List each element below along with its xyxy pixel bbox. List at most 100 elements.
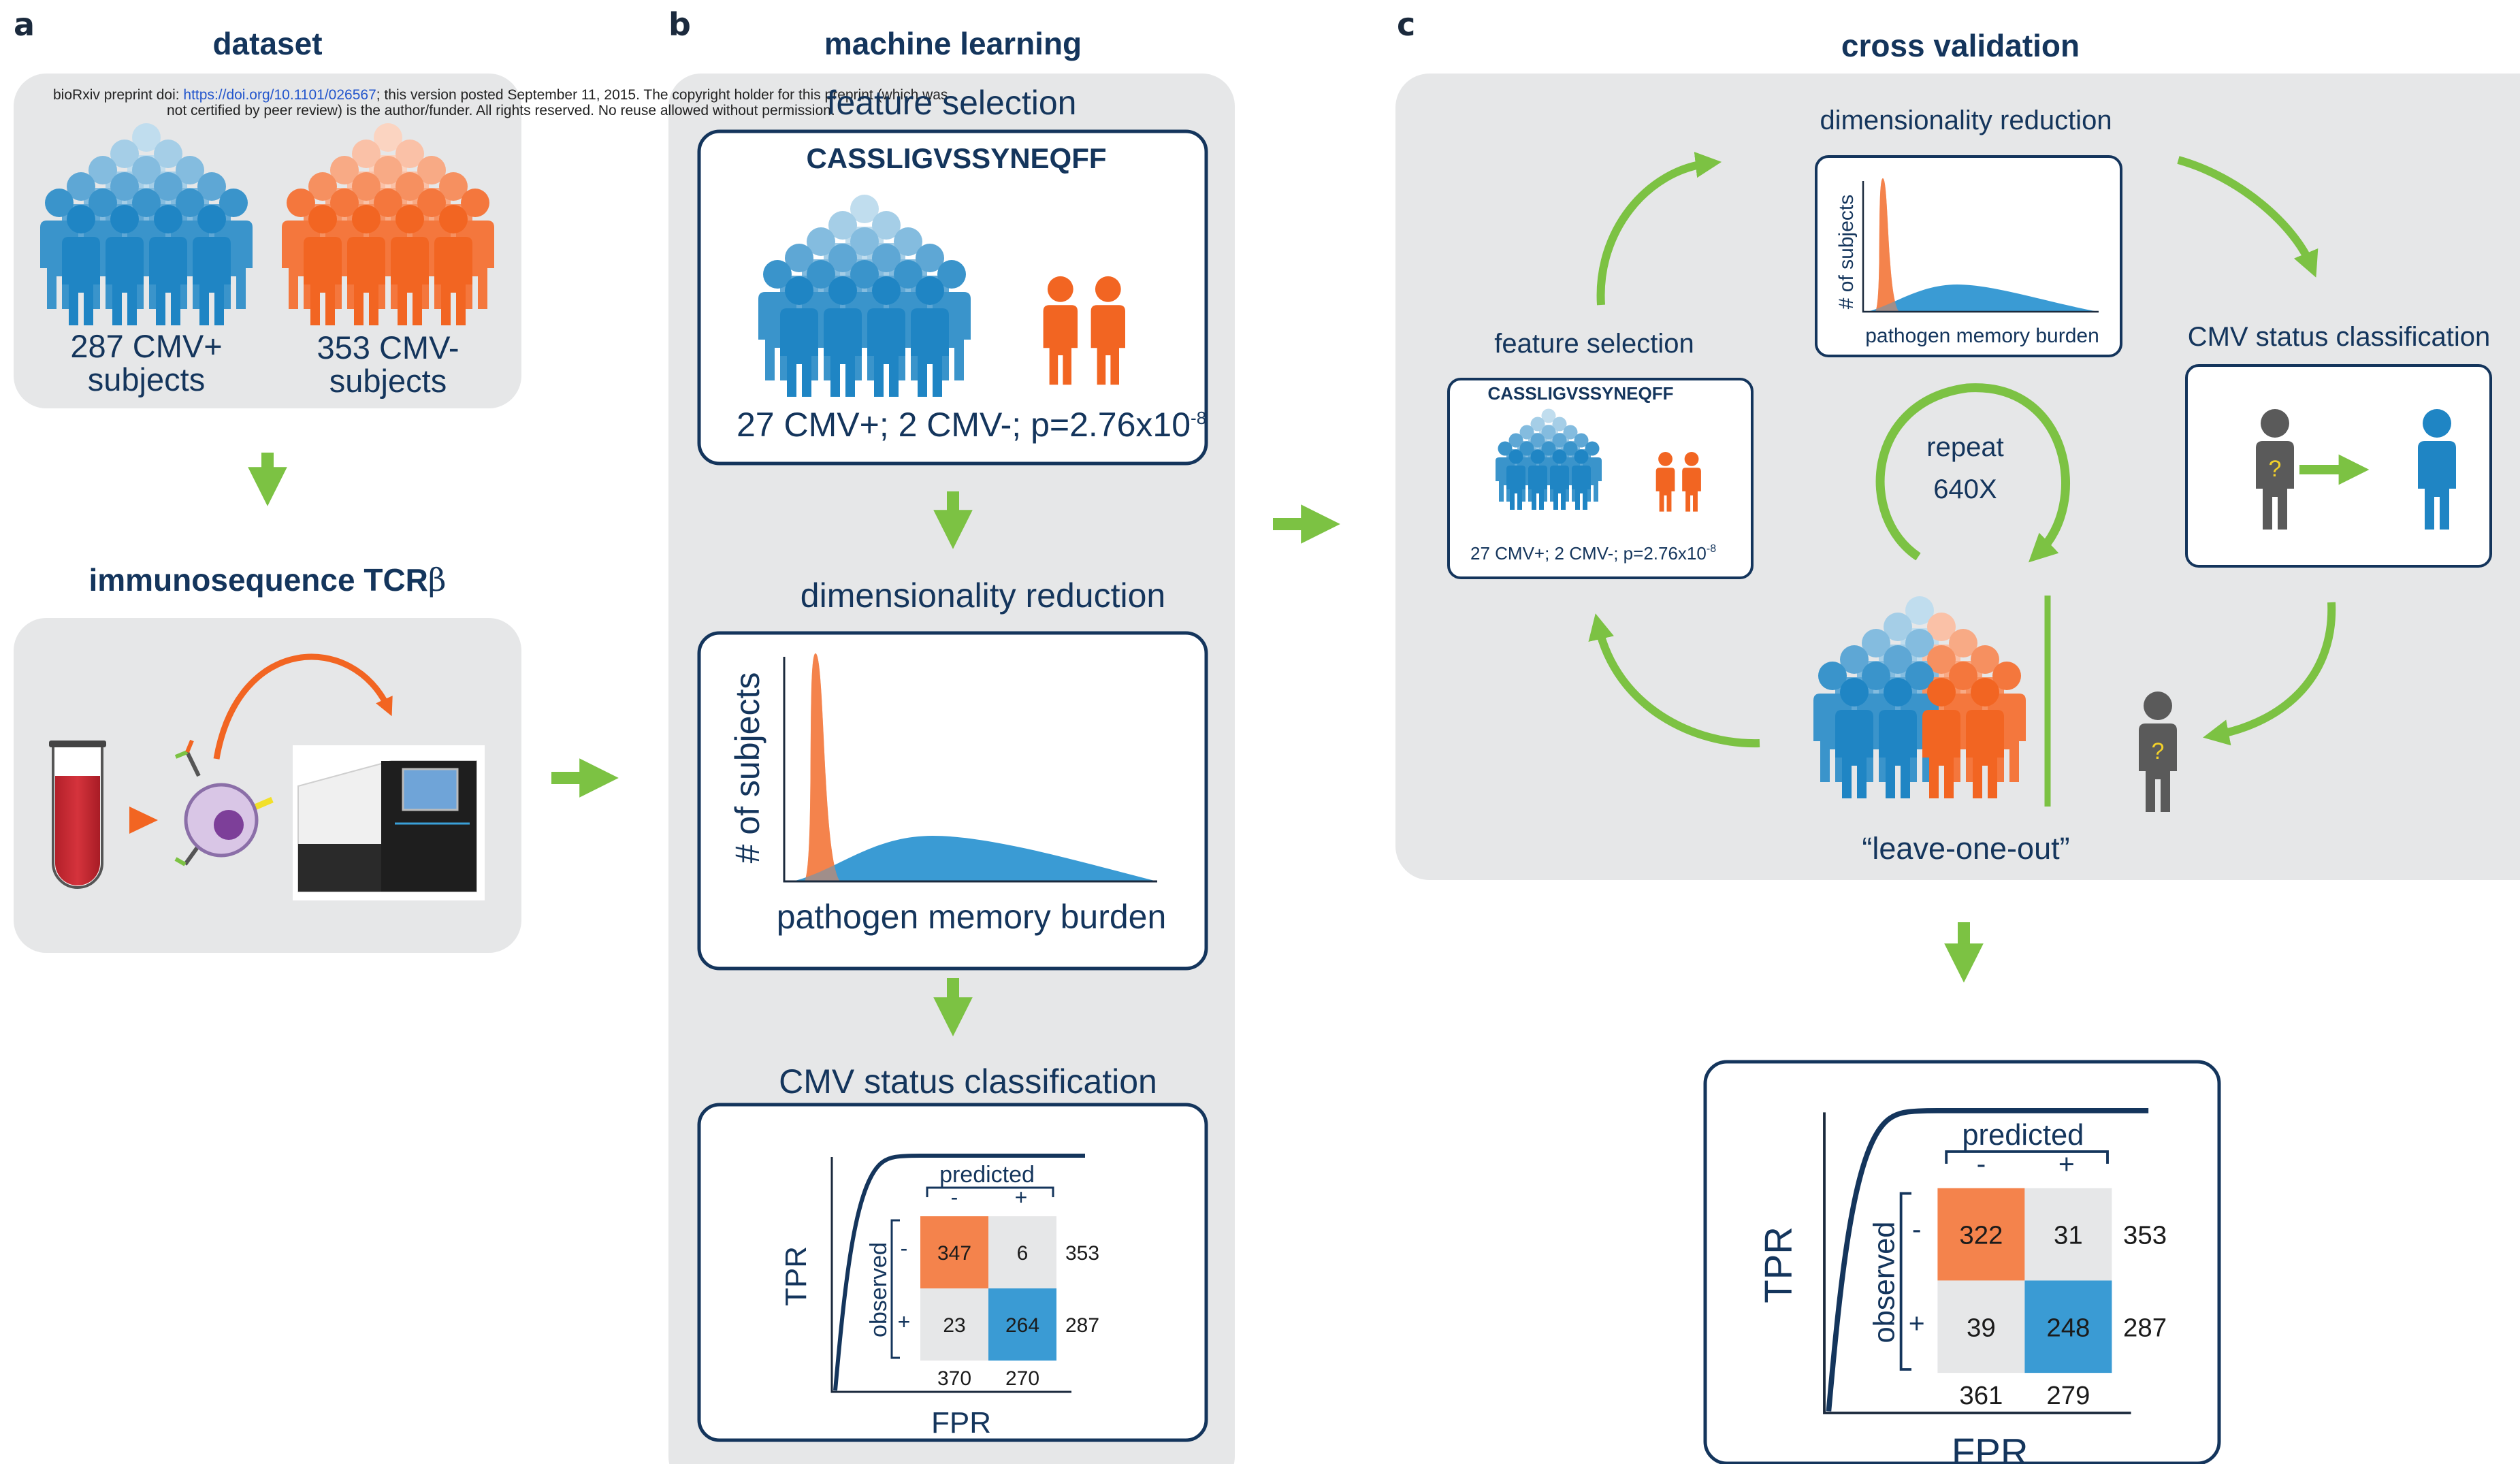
person-icon (106, 205, 144, 325)
predicted-plus: + (1015, 1185, 1028, 1209)
col-total-pos: 270 (1005, 1367, 1039, 1390)
cell-neg-neg-value: 322 (1959, 1221, 2003, 1250)
b-sequence: CASSLIGVSSYNEQFF (806, 142, 1106, 174)
tpr-label: TPR (1756, 1226, 1799, 1303)
cross-validation-title: cross validation (1841, 28, 2080, 63)
predicted-minus: - (1977, 1148, 1986, 1180)
person-icon (824, 276, 862, 397)
person-icon (347, 205, 385, 325)
cmv-negative-crowd (282, 123, 494, 325)
panel-c-bg (1395, 74, 2520, 880)
immunosequence-title: immunosequence TCRβ (88, 562, 446, 598)
cycle-arrow-right (2177, 156, 2319, 278)
cell-pos-pos-value: 264 (1005, 1314, 1039, 1337)
cell-neg-pos (988, 1216, 1056, 1288)
c-dimred-title: dimensionality reduction (1820, 105, 2112, 135)
repeat-arrow (1875, 383, 2070, 563)
c-feature-stats: 27 CMV+; 2 CMV-; p=2.76x10-8 (1470, 543, 1716, 564)
person-icon (2418, 409, 2456, 530)
person-icon (780, 276, 818, 397)
predicted-label: predicted (939, 1162, 1035, 1188)
observed-minus: - (1912, 1214, 1922, 1245)
person-icon (1572, 449, 1591, 510)
person-icon (193, 205, 231, 325)
c-classification-title: CMV status classification (2188, 322, 2491, 352)
leave-one-out-label: “leave-one-out” (1862, 831, 2069, 866)
b-feature-selection-title: feature selection (827, 84, 1077, 122)
person-icon (1550, 449, 1569, 510)
person-icon (911, 276, 949, 397)
cell-neg-neg-value: 347 (937, 1242, 971, 1265)
person-icon (1528, 449, 1547, 510)
person-icon (1043, 276, 1078, 385)
cell-pos-neg (1937, 1280, 2025, 1373)
predicted-label: predicted (1962, 1119, 2084, 1152)
cmv-negative-count: 353 CMV- (317, 329, 459, 365)
fpr-label: FPR (931, 1406, 991, 1439)
roc-axes (830, 1157, 1071, 1393)
b-x-axis-label: pathogen memory burden (777, 898, 1167, 936)
col-total-neg: 361 (1959, 1381, 2003, 1410)
doi-link[interactable]: https://doi.org/10.1101/026567 (183, 87, 376, 103)
person-icon (1506, 449, 1525, 510)
person-icon: ? (2139, 692, 2177, 812)
cell-neg-pos (2024, 1188, 2112, 1281)
sequencer-icon (293, 745, 485, 900)
preprint-line-1: bioRxiv preprint doi: https://doi.org/10… (53, 87, 948, 103)
roc-axes (1823, 1112, 2131, 1414)
c-cmv-positive-crowd (1496, 408, 1602, 510)
b-feature-stats: 27 CMV+; 2 CMV-; p=2.76x10-8 (737, 406, 1206, 444)
cycle-arrow-left (1588, 613, 1760, 748)
c-classified-person-icon (2418, 409, 2456, 530)
row-total-neg: 353 (2123, 1221, 2167, 1250)
dataset-title: dataset (212, 26, 322, 61)
person-icon (391, 205, 429, 325)
preprint-line-2: not certified by peer review) is the aut… (167, 103, 835, 118)
tpr-label: TPR (779, 1246, 813, 1306)
machine-learning-title: machine learning (824, 26, 1082, 61)
b-cmv-negative-pair (1043, 276, 1125, 385)
person-icon (149, 205, 187, 325)
person-icon (434, 205, 472, 325)
question-mark: ? (2152, 738, 2165, 764)
person-icon (867, 276, 905, 397)
b-classification-title: CMV status classification (779, 1062, 1157, 1101)
t-cell-icon (174, 739, 274, 866)
c-feature-title: feature selection (1494, 329, 1694, 359)
person-icon (1682, 451, 1701, 512)
question-mark: ? (2269, 456, 2282, 482)
fpr-label: FPR (1952, 1431, 2029, 1464)
observed-minus: - (901, 1236, 908, 1260)
c-distribution-chart (1862, 178, 2099, 313)
b-y-axis-label: # of subjects (728, 672, 766, 864)
cell-pos-neg-value: 39 (1967, 1313, 1996, 1342)
person-icon: ? (2256, 409, 2294, 530)
col-total-neg: 370 (937, 1367, 971, 1390)
cell-neg-pos-value: 31 (2054, 1221, 2083, 1250)
repeat-line-2: 640X (1933, 474, 1997, 504)
b-distribution-chart (783, 653, 1157, 883)
cmv-positive-count: 287 CMV+ (70, 328, 222, 364)
roc-curve (833, 1154, 1085, 1391)
observed-plus: + (1909, 1307, 1925, 1339)
row-total-neg: 353 (1065, 1242, 1099, 1265)
person-icon (304, 205, 342, 325)
predicted-minus: - (951, 1185, 958, 1209)
person-icon (1966, 678, 2004, 798)
c-sequence: CASSLIGVSSYNEQFF (1487, 383, 1673, 404)
repeat-line-1: repeat (1926, 432, 2003, 462)
cell-pos-neg (920, 1288, 988, 1361)
person-icon (1922, 678, 1960, 798)
person-icon (1835, 678, 1873, 798)
b-dimred-box (697, 631, 1208, 971)
cell-neg-neg (920, 1216, 988, 1288)
cmv-positive-crowd (40, 123, 253, 325)
sequencing-arrow-icon (213, 653, 393, 760)
cycle-arrow-up (1596, 152, 1722, 306)
person-icon (62, 205, 100, 325)
cmv-negative-label: subjects (329, 363, 447, 399)
person-icon (1879, 678, 1917, 798)
